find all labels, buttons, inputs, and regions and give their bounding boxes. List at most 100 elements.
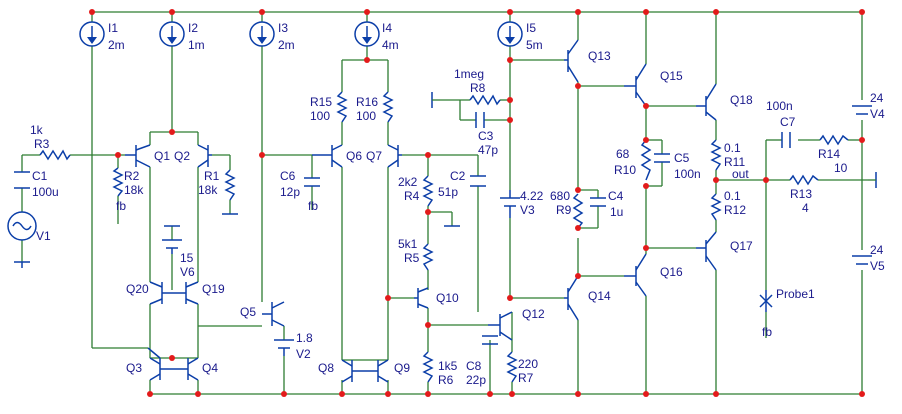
resistors: [39, 91, 849, 383]
label-V6-name: V6: [180, 265, 195, 279]
current-source-I5: [497, 21, 523, 47]
label-R5-value: 5k1: [398, 237, 418, 251]
label-C8-name: C8: [466, 359, 482, 373]
label-R1-name: R1: [204, 169, 220, 183]
transistor-Q9: [352, 359, 389, 383]
label-Q14: Q14: [588, 289, 611, 303]
label-C1-value: 100u: [32, 185, 59, 199]
current-source-I1: [79, 21, 105, 47]
transistor-Q15: [624, 63, 647, 107]
capacitor-C2: [470, 175, 486, 187]
label-I3-value: 2m: [278, 38, 295, 52]
label-Q17: Q17: [730, 239, 753, 253]
label-Q12: Q12: [522, 307, 545, 321]
label-Q6: Q6: [346, 149, 362, 163]
battery-V5: [852, 255, 872, 265]
capacitor-C4: [590, 197, 606, 207]
ground-symbols: [14, 92, 877, 268]
label-V4-name: V4: [870, 107, 885, 121]
label-V3-value: 4.22: [520, 189, 544, 203]
current-source-I4: [354, 21, 380, 47]
label-R7-name: R7: [518, 371, 534, 385]
label-I1-name: I1: [108, 21, 118, 35]
label-C8-value: 22p: [466, 373, 486, 387]
label-I4-name: I4: [382, 21, 392, 35]
wires: [21, 11, 868, 395]
transistor-Q4: [160, 357, 199, 381]
voltage-source-V1: [7, 211, 37, 241]
transistor-Q20: [149, 281, 172, 305]
label-R10-value: 68: [616, 147, 630, 161]
label-Q20: Q20: [126, 282, 149, 296]
transistor-Q10: [414, 287, 429, 309]
voltage-sources: [7, 105, 872, 356]
label-C6-name: C6: [280, 169, 296, 183]
label-R3-name: R3: [34, 137, 50, 151]
battery-V6: [162, 239, 182, 254]
capacitors: [14, 112, 791, 345]
label-R16-value: 100: [356, 109, 376, 123]
resistor-R13: [789, 174, 819, 186]
label-R7-value: 220: [518, 357, 538, 371]
transistor-Q1: [125, 144, 151, 168]
label-I2-name: I2: [188, 21, 198, 35]
label-Q4: Q4: [202, 361, 218, 375]
label-V4-value: 24: [870, 91, 884, 105]
label-I5-name: I5: [526, 21, 536, 35]
label-fb-1: fb: [116, 199, 126, 213]
label-C4-name: C4: [608, 189, 624, 203]
resistor-R8: [469, 94, 501, 106]
label-C2-value: 51p: [438, 185, 458, 199]
transistor-Q17: [696, 231, 717, 271]
resistor-R4: [422, 175, 434, 207]
label-R11-value: 0.1: [724, 141, 741, 155]
current-source-I2: [159, 21, 185, 47]
label-R5-name: R5: [404, 251, 420, 265]
label-C3-value: 47p: [478, 143, 498, 157]
label-R13-value: 4: [802, 201, 809, 215]
label-Q10: Q10: [436, 291, 459, 305]
capacitor-C6: [304, 177, 320, 187]
labels: I1 2m I2 1m I3 2m I4 4m I5 5m 1k R3 C1 1…: [30, 21, 885, 387]
label-V2-value: 1.8: [296, 331, 313, 345]
label-fb-3: fb: [762, 325, 772, 339]
label-Q13: Q13: [588, 49, 611, 63]
label-I2-value: 1m: [188, 38, 205, 52]
label-Q15: Q15: [660, 69, 683, 83]
transistor-Q16: [624, 253, 647, 297]
probe-icon: [759, 290, 773, 312]
transistors: [125, 39, 717, 383]
resistor-R14: [819, 134, 849, 146]
label-R15-name: R15: [310, 95, 332, 109]
label-C1-name: C1: [32, 169, 48, 183]
label-C5-name: C5: [674, 151, 690, 165]
label-R15-value: 100: [310, 109, 330, 123]
label-Q3: Q3: [126, 361, 142, 375]
resistor-R7: [506, 351, 518, 383]
transistor-Q2: [197, 144, 212, 168]
label-C4-value: 1u: [610, 205, 623, 219]
label-R2-name: R2: [124, 169, 140, 183]
label-V1-name: V1: [36, 229, 51, 243]
label-C7-value: 100n: [766, 99, 793, 113]
transistor-Q13: [564, 39, 579, 83]
transistor-Q8: [341, 359, 353, 383]
label-R1-value: 18k: [198, 183, 218, 197]
resistor-R10: [640, 139, 652, 181]
label-R6-value: 1k5: [438, 359, 458, 373]
label-R10-name: R10: [614, 163, 636, 177]
label-probe: Probe1: [776, 287, 815, 301]
transistor-Q7: [387, 144, 402, 168]
label-V6-value: 15: [180, 251, 194, 265]
resistor-R15: [336, 91, 348, 123]
label-R8-name: R8: [470, 81, 486, 95]
label-fb-2: fb: [308, 199, 318, 213]
transistor-Q18: [696, 83, 717, 121]
transistor-Q6: [312, 144, 343, 168]
label-R4-name: R4: [404, 189, 420, 203]
label-I5-value: 5m: [526, 38, 543, 52]
label-C2-name: C2: [450, 169, 466, 183]
transistor-Q19: [172, 281, 199, 305]
label-Q7: Q7: [366, 149, 382, 163]
label-C5-value: 100n: [674, 167, 701, 181]
